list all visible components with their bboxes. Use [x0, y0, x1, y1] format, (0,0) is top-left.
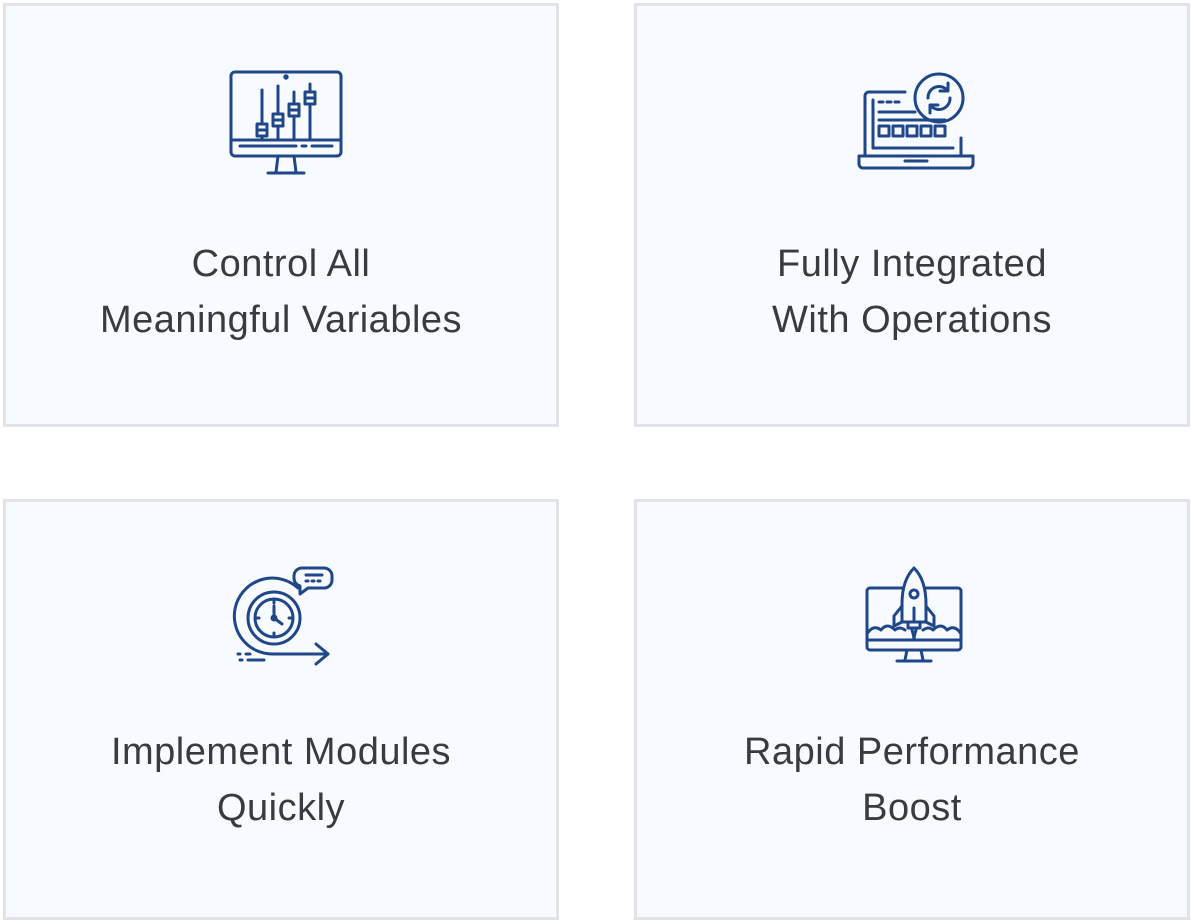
rocket-monitor-icon — [865, 566, 963, 663]
feature-card-implement-modules: Implement Modules Quickly — [3, 499, 559, 920]
feature-title: Implement Modules Quickly — [110, 731, 452, 829]
feature-title: Control All Meaningful Variables — [99, 243, 463, 341]
equalizer-monitor-icon — [229, 70, 343, 175]
feature-card-integrated-operations: Fully Integrated With Operations — [634, 3, 1190, 427]
feature-title: Rapid Performance Boost — [744, 731, 1080, 829]
feature-card-control-variables: Control All Meaningful Variables — [3, 3, 559, 427]
laptop-sync-icon — [857, 72, 975, 170]
feature-card-performance-boost: Rapid Performance Boost — [634, 499, 1190, 920]
feature-title: Fully Integrated With Operations — [772, 243, 1052, 341]
stopwatch-chat-icon — [232, 566, 334, 666]
